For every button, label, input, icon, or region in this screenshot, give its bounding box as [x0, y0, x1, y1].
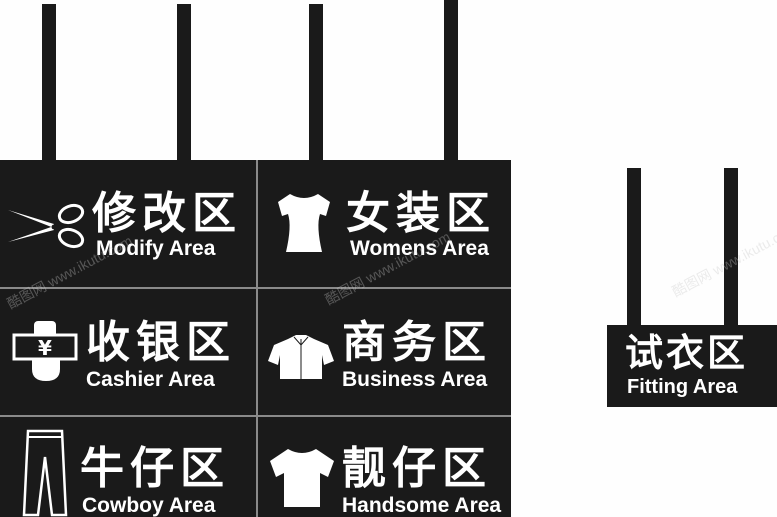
- sign-title-en: Business Area: [342, 368, 488, 391]
- watermark: 酷图网 www.ikutu.com: [669, 220, 777, 300]
- yen-symbol: ¥: [38, 336, 52, 360]
- divider: [0, 415, 511, 417]
- sign-title-en: Cashier Area: [86, 368, 215, 391]
- divider: [0, 287, 511, 289]
- hanging-pole: [627, 168, 641, 328]
- sign-title-en: Womens Area: [350, 237, 489, 260]
- sign-title-en: Modify Area: [96, 237, 216, 260]
- womens-blouse-icon: [278, 194, 330, 252]
- sign-title-cn: 牛仔区: [80, 443, 230, 494]
- sign-cashier-area: ¥ 收银区 Cashier Area: [0, 289, 256, 415]
- sign-title-cn: 女装区: [346, 188, 496, 239]
- business-shirt-icon: [268, 335, 334, 379]
- sign-handsome-area: 靓仔区 Handsome Area: [258, 417, 511, 517]
- sign-title-cn: 试衣区: [625, 331, 749, 375]
- sign-title-cn: 靓仔区: [342, 443, 492, 494]
- cash-in-hand-icon: ¥: [12, 321, 78, 381]
- hanging-pole: [42, 4, 56, 162]
- sign-board-grid: 修改区 Modify Area 女装区 Womens Area ¥ 收银区 Ca…: [0, 160, 511, 517]
- divider: [256, 160, 258, 517]
- tshirt-icon: [270, 449, 334, 507]
- sign-cowboy-area: 牛仔区 Cowboy Area: [0, 417, 256, 517]
- scissors-icon: [8, 203, 85, 249]
- sign-title-cn: 修改区: [92, 188, 242, 239]
- sign-business-area: 商务区 Business Area: [258, 289, 511, 415]
- sign-title-cn: 商务区: [342, 317, 492, 368]
- hanging-pole: [724, 168, 738, 328]
- sign-title-cn: 收银区: [86, 317, 236, 368]
- sign-title-en: Fitting Area: [627, 376, 738, 398]
- sign-womens-area: 女装区 Womens Area: [258, 160, 511, 287]
- hanging-pole: [444, 0, 458, 162]
- hanging-pole: [309, 4, 323, 162]
- sign-title-en: Cowboy Area: [82, 494, 216, 517]
- hanging-pole: [177, 4, 191, 162]
- jeans-icon: [22, 429, 68, 517]
- sign-title-en: Handsome Area: [342, 494, 502, 517]
- sign-fitting-area: 试衣区 Fitting Area: [607, 325, 777, 407]
- sign-modify-area: 修改区 Modify Area: [0, 160, 256, 287]
